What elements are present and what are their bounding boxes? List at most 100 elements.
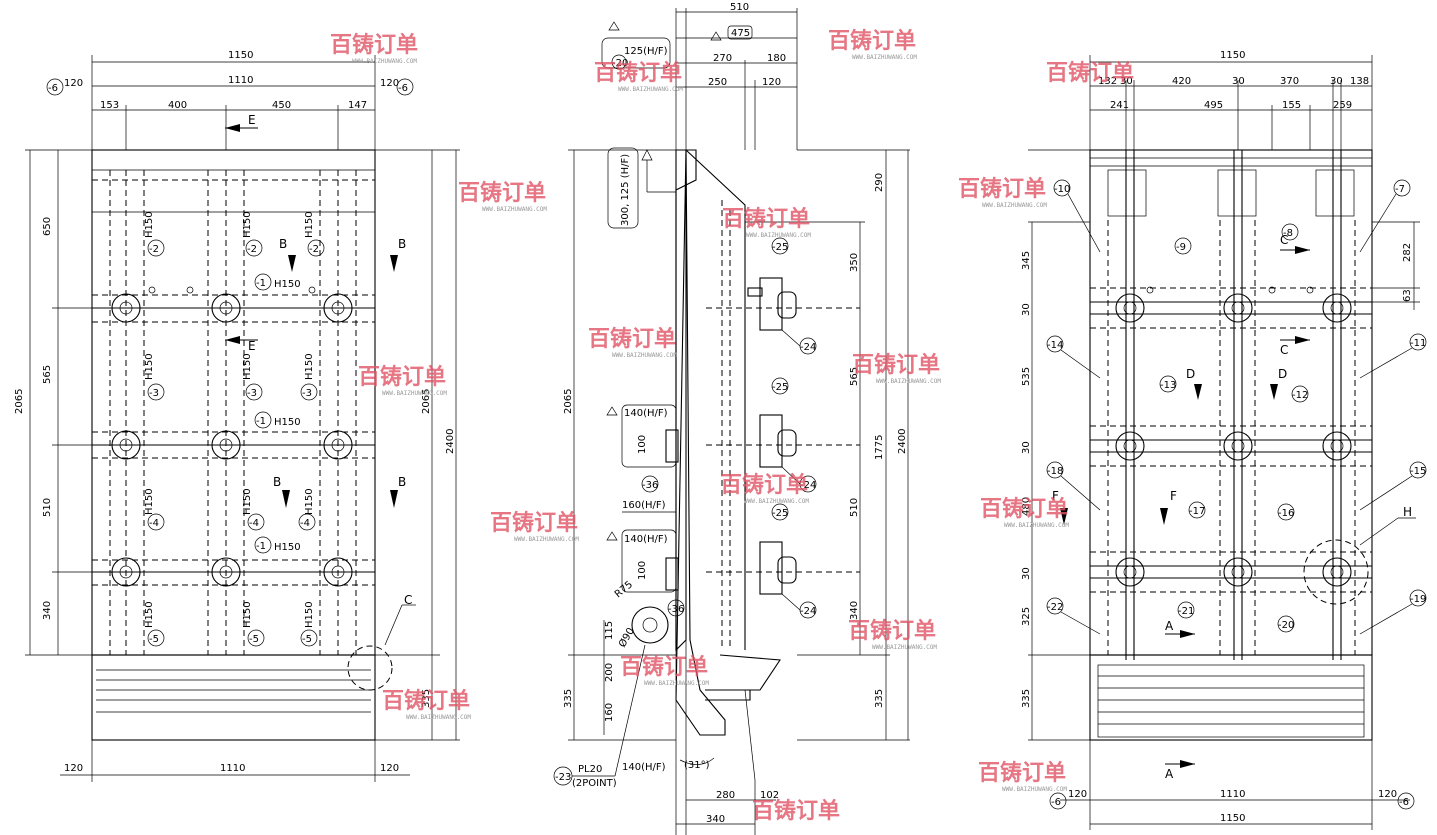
dim-right-138: 138 — [1350, 76, 1369, 87]
dim-right-30-1: 30 — [1021, 303, 1032, 316]
part-left-4a: -4 — [149, 518, 159, 529]
watermark-brand: 百铸订单 — [978, 760, 1066, 786]
part-bubble — [396, 78, 414, 96]
part-right-20: -20 — [1278, 620, 1294, 631]
watermark-brand: 百铸订单 — [490, 510, 578, 536]
note-h150-1: H150 — [274, 279, 301, 290]
dim-left-total-width: 1150 — [228, 50, 253, 61]
dim-left-147: 147 — [348, 100, 367, 111]
part-left-3b: -3 — [247, 388, 257, 399]
section-mark-f1: F — [1052, 489, 1059, 503]
watermark-brand: 百铸订单 — [980, 496, 1068, 522]
note-h150-v2: H150 — [242, 211, 253, 238]
watermark-url: WWW.BAIZHUWANG.COM — [876, 378, 941, 385]
part-left-5c: -5 — [302, 634, 312, 645]
part-left-1a: -1 — [256, 278, 266, 289]
part-left-6b: -6 — [398, 83, 408, 94]
dim-mid-280: 280 — [716, 790, 735, 801]
watermark-brand: 百铸订单 — [752, 798, 840, 824]
note-h150-v3: H150 — [304, 211, 315, 238]
dim-right-1150: 1150 — [1220, 50, 1245, 61]
dim-right-282: 282 — [1402, 243, 1413, 262]
note-h150-v10: H150 — [144, 601, 155, 628]
part-right-16: -16 — [1278, 508, 1294, 519]
dim-right-bottom-120a: 120 — [1068, 789, 1087, 800]
dim-right-480: 480 — [1021, 497, 1032, 516]
dim-mid-510: 510 — [730, 2, 749, 13]
dim-left-120-b: 120 — [380, 78, 399, 89]
note-mid-100-a: 100 — [637, 435, 648, 454]
part-left-5a: -5 — [149, 634, 159, 645]
dim-mid-335-right: 335 — [874, 689, 885, 708]
dim-mid-350: 350 — [849, 253, 860, 272]
part-mid-25c: -25 — [772, 508, 788, 519]
watermark-url: WWW.BAIZHUWANG.COM — [982, 202, 1047, 209]
part-right-6a: -6 — [1051, 797, 1061, 808]
dim-mid-2065: 2065 — [563, 389, 574, 414]
part-left-3c: -3 — [302, 388, 312, 399]
watermark-logo: 百铸订单 WWW.BAIZHUWANG.COM — [978, 760, 1067, 793]
right-view: 1150 132 30 420 30 370 30 138 241 495 15… — [1021, 50, 1427, 830]
watermark-brand: 百铸订单 — [720, 472, 808, 498]
dim-left-510: 510 — [42, 498, 53, 517]
note-h150-v9: H150 — [304, 488, 315, 515]
watermark-logo: 百铸订单 — [752, 798, 840, 824]
note-h150-v11: H150 — [242, 601, 253, 628]
watermark-logo: 百铸订单 WWW.BAIZHUWANG.COM — [722, 206, 811, 239]
dim-mid-125hf: 125(H/F) — [624, 46, 668, 57]
note-mid-140hf-a: 140(H/F) — [624, 408, 668, 419]
dim-mid-180: 180 — [767, 53, 786, 64]
dim-right-63: 63 — [1402, 289, 1413, 302]
dim-right-bottom-1110: 1110 — [1220, 789, 1245, 800]
watermark-logo: 百铸订单 WWW.BAIZHUWANG.COM — [720, 472, 809, 505]
watermark-brand: 百铸订单 — [594, 60, 682, 86]
dim-right-30-2: 30 — [1021, 441, 1032, 454]
dim-left-153: 153 — [100, 100, 119, 111]
dim-right-535: 535 — [1021, 367, 1032, 386]
dim-mid-270: 270 — [713, 53, 732, 64]
watermark-logo: 百铸订单 WWW.BAIZHUWANG.COM — [828, 28, 917, 61]
part-right-8: -8 — [1283, 228, 1293, 239]
dim-right-370: 370 — [1280, 76, 1299, 87]
dim-right-30b: 30 — [1232, 76, 1245, 87]
section-mark-c: C — [404, 593, 412, 607]
watermark-url: WWW.BAIZHUWANG.COM — [872, 644, 937, 651]
right-nodes — [1115, 286, 1369, 605]
dim-right-495: 495 — [1204, 100, 1223, 111]
watermark-logo: 百铸订单 — [1046, 60, 1134, 86]
watermark-brand: 百铸订单 — [330, 32, 418, 58]
watermark-url: WWW.BAIZHUWANG.COM — [406, 714, 471, 721]
dim-right-241: 241 — [1110, 100, 1129, 111]
watermarks: 百铸订单 WWW.BAIZHUWANG.COM 百铸订单 WWW.BAIZHUW… — [330, 28, 1134, 824]
dim-mid-335-left: 335 — [563, 689, 574, 708]
note-h150-v1: H150 — [144, 211, 155, 238]
dim-right-30c: 30 — [1330, 76, 1343, 87]
left-nodes — [111, 286, 353, 587]
watermark-logo: 百铸订单 WWW.BAIZHUWANG.COM — [330, 32, 418, 65]
note-mid-200: 200 — [604, 663, 615, 682]
note-mid-300-125: 300, 125 (H/F) — [620, 154, 631, 226]
dim-left-340: 340 — [42, 601, 53, 620]
note-mid-140hf-b: 140(H/F) — [624, 534, 668, 545]
part-mid-25a: -25 — [772, 242, 788, 253]
watermark-logo: 百铸订单 WWW.BAIZHUWANG.COM — [382, 688, 471, 721]
watermark-brand: 百铸订单 — [358, 364, 446, 390]
note-mid-100-b: 100 — [637, 561, 648, 580]
part-right-15: -15 — [1410, 466, 1426, 477]
part-right-9: -9 — [1176, 242, 1186, 253]
part-mid-23: -23 — [555, 772, 571, 783]
dim-left-450: 450 — [272, 100, 291, 111]
part-mid-20: -20 — [612, 58, 628, 69]
note-mid-d90: Ø90 — [616, 626, 637, 650]
watermark-logo: 百铸订单 WWW.BAIZHUWANG.COM — [852, 352, 941, 385]
watermark-brand: 百铸订单 — [848, 618, 936, 644]
note-mid-2point: (2POINT) — [572, 778, 617, 789]
dim-left-565: 565 — [42, 365, 53, 384]
dim-right-30-3: 30 — [1021, 567, 1032, 580]
part-right-12: -12 — [1292, 390, 1308, 401]
part-right-18: -18 — [1047, 466, 1063, 477]
dim-right-335: 335 — [1021, 689, 1032, 708]
part-left-3a: -3 — [149, 388, 159, 399]
part-right-21: -21 — [1178, 606, 1194, 617]
